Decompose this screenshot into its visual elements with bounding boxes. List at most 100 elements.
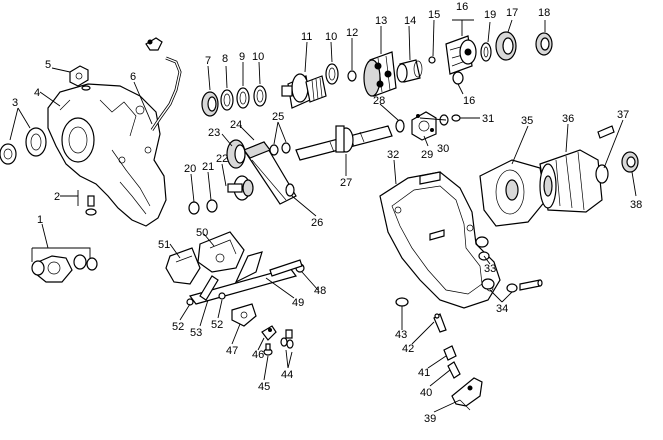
label-15: 15: [428, 9, 440, 21]
callout-labels: 1 2 3 4 5 6 7 8 9 10 11 10 12 13 14 15 1…: [12, 1, 642, 425]
label-4: 4: [34, 87, 40, 99]
label-52b: 52: [211, 319, 223, 331]
mainshaft: [295, 125, 393, 161]
drive-chain: [243, 141, 297, 205]
washer-25: [269, 142, 291, 156]
leader-lines: [9, 19, 637, 413]
case-bolt: [85, 195, 97, 216]
label-52a: 52: [172, 321, 184, 333]
label-31: 31: [482, 113, 494, 125]
clip-31: [451, 114, 461, 122]
ring-8: [220, 89, 234, 111]
label-21: 21: [202, 161, 214, 173]
label-3: 3: [12, 97, 18, 109]
ring-16b: [452, 71, 464, 85]
label-10a: 10: [252, 51, 264, 63]
rear-hub: [495, 31, 517, 61]
label-35: 35: [521, 115, 533, 127]
vent-tube: [145, 37, 182, 131]
label-36: 36: [562, 113, 574, 125]
bearing-12: [347, 70, 357, 82]
front-yoke-assembly: [31, 254, 98, 283]
label-28: 28: [373, 95, 385, 107]
shift-fork-51: [165, 247, 201, 285]
label-29: 29: [421, 149, 433, 161]
ring-20: [188, 201, 200, 215]
detent-plunger-42: [433, 313, 447, 333]
label-13: 13: [375, 15, 387, 27]
seal-45: [263, 343, 273, 356]
oil-pump-29: [411, 111, 437, 141]
label-16a: 19: [484, 9, 496, 21]
ring-21: [206, 199, 218, 213]
label-5: 5: [45, 59, 51, 71]
drain-plug-34: [429, 229, 543, 293]
lever-53: [199, 275, 219, 301]
label-11: 11: [301, 31, 312, 43]
label-45: 45: [258, 381, 270, 393]
label-23: 23: [208, 127, 220, 139]
rear-case-half: [379, 171, 501, 309]
planetary-assembly: [363, 51, 397, 97]
label-48: 48: [314, 285, 326, 297]
label-14: 14: [404, 15, 416, 27]
label-19: 18: [538, 7, 550, 19]
label-9: 9: [239, 51, 245, 63]
ring-16a: [480, 42, 492, 62]
front-bearing: [535, 32, 553, 56]
label-40: 40: [420, 387, 432, 399]
label-2: 2: [54, 191, 60, 203]
label-20: 20: [184, 163, 196, 175]
driven-sprocket: [227, 175, 254, 201]
ring-10a: [253, 85, 267, 107]
vent-fitting: [69, 65, 91, 91]
rear-seal: [621, 151, 639, 173]
label-22: 22: [216, 153, 228, 165]
label-17: 16: [456, 1, 468, 13]
rear-retainer: [479, 159, 547, 227]
label-46: 46: [252, 349, 264, 361]
fill-plug-33: [475, 236, 490, 261]
label-50: 50: [196, 227, 208, 239]
label-43: 43: [395, 329, 407, 341]
label-25: 25: [272, 111, 284, 123]
vent-plug: [597, 125, 615, 139]
label-33: 33: [484, 263, 496, 275]
label-27: 27: [340, 177, 352, 189]
range-shift-hub: [445, 35, 477, 75]
indicator-switch-39: [451, 377, 483, 411]
shift-lever-47: [231, 303, 257, 327]
label-12: 12: [346, 27, 358, 39]
rear-bushing: [595, 164, 609, 184]
magnet-43: [395, 297, 409, 307]
label-24: 24: [230, 119, 242, 131]
label-6: 6: [130, 71, 136, 83]
label-53: 53: [190, 327, 202, 339]
detent-spring-41: [443, 345, 457, 361]
seal-7: [201, 91, 219, 117]
shift-rail: [188, 251, 305, 305]
label-39: 39: [424, 413, 436, 425]
pin-52a: [186, 298, 194, 306]
label-8: 8: [222, 53, 228, 65]
label-42: 42: [402, 343, 414, 355]
clip-15: [428, 56, 436, 64]
drive-sprocket: [226, 139, 246, 169]
ring-10b: [325, 63, 339, 85]
pins-44: [280, 329, 294, 349]
label-37: 37: [617, 109, 629, 121]
ring-9: [236, 87, 250, 109]
label-41: 41: [418, 367, 430, 379]
pin-52b: [218, 292, 226, 300]
extension-housing: [539, 149, 603, 213]
detent-40: [447, 361, 461, 379]
ring-28: [395, 119, 405, 133]
label-18: 17: [506, 7, 518, 19]
bushing-46: [261, 325, 277, 341]
label-1: 1: [37, 214, 43, 226]
label-10b: 10: [325, 31, 337, 43]
label-51: 51: [158, 239, 170, 251]
label-26: 26: [311, 217, 323, 229]
front-case-half: [47, 83, 167, 227]
